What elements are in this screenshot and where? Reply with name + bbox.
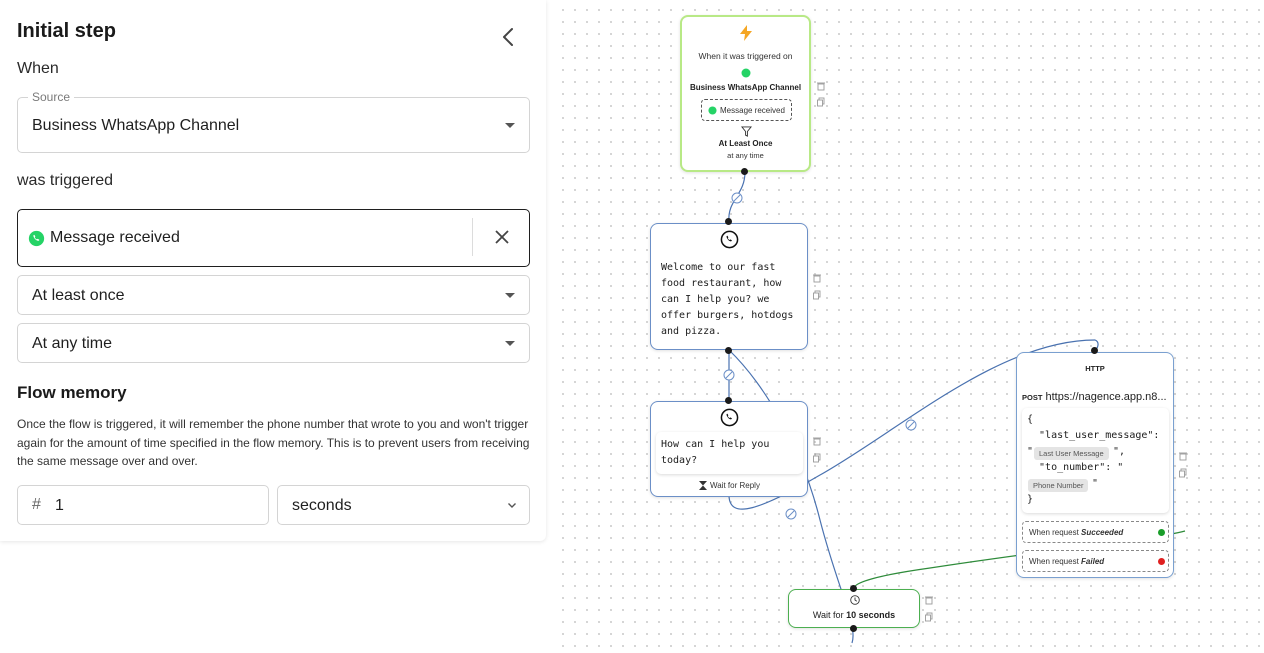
failed-prefix: When request [1029, 557, 1082, 566]
copy-icon[interactable] [924, 612, 934, 622]
copy-icon[interactable] [816, 97, 826, 107]
body-close: } [1027, 494, 1034, 505]
whatsapp-icon [720, 230, 739, 249]
caret-down-icon [505, 123, 515, 128]
trigger-event-label: Message received [720, 106, 785, 115]
failure-dot [1158, 558, 1165, 565]
filter-icon [741, 126, 752, 137]
trigger-line1: When it was triggered on [698, 51, 793, 61]
memory-number-value: 1 [55, 497, 64, 514]
message-bubble: How can I help you today? [656, 432, 803, 474]
trash-icon[interactable] [924, 595, 934, 605]
success-dot [1158, 529, 1165, 536]
trash-icon[interactable] [1178, 451, 1188, 461]
step-settings-panel: Initial step When Source Business WhatsA… [0, 0, 546, 541]
caret-down-icon [505, 293, 515, 298]
when-label: When [17, 60, 59, 77]
hash-icon: # [32, 496, 41, 513]
body-quote-open: " [1027, 446, 1034, 457]
body-quote-close: " [1092, 478, 1099, 489]
source-legend: Source [28, 90, 75, 104]
wait-duration: 10 seconds [846, 610, 896, 620]
failed-label: When request Failed [1029, 557, 1104, 566]
divider [472, 218, 473, 256]
input-port[interactable] [850, 585, 857, 592]
flow-memory-description: Once the flow is triggered, it will reme… [17, 417, 530, 468]
trash-icon[interactable] [816, 81, 826, 91]
trigger-frequency: At Least Once [718, 139, 773, 148]
flow-memory-title: Flow memory [17, 383, 127, 402]
frequency-value: At least once [32, 287, 125, 304]
was-triggered-label: was triggered [17, 172, 114, 189]
whatsapp-message-node[interactable]: Welcome to our fast food restaurant, how… [650, 223, 808, 350]
copy-icon[interactable] [812, 453, 822, 463]
panel-title: Initial step [17, 20, 116, 42]
wait-node[interactable]: Wait for 10 seconds [788, 589, 920, 628]
time-value: At any time [32, 335, 113, 352]
whatsapp-question-node[interactable]: How can I help you today? Wait for Reply [650, 401, 808, 497]
event-select[interactable]: Message received [17, 209, 530, 267]
body-key-1: "last_user_message": [1027, 430, 1160, 441]
input-port[interactable] [725, 397, 732, 404]
trash-icon[interactable] [812, 273, 822, 283]
lightning-icon [740, 25, 752, 41]
input-port[interactable] [725, 218, 732, 225]
succeeded-word: Succeeded [1081, 528, 1124, 537]
clock-icon [850, 595, 860, 605]
source-value: Business WhatsApp Channel [32, 117, 240, 134]
hourglass-icon [699, 481, 707, 490]
close-icon[interactable] [493, 228, 511, 246]
memory-number-input[interactable]: # 1 [17, 485, 269, 525]
source-select[interactable]: Source Business WhatsApp Channel [17, 90, 530, 153]
succeeded-prefix: When request [1029, 528, 1082, 537]
message-text: Welcome to our fast food restaurant, how… [661, 262, 794, 337]
time-select[interactable]: At any time [17, 323, 530, 363]
caret-down-icon [505, 341, 515, 346]
http-method: POST [1022, 393, 1043, 402]
output-port[interactable] [741, 168, 748, 175]
http-succeeded-output[interactable]: When request Succeeded [1022, 521, 1169, 543]
memory-unit-select[interactable]: seconds [277, 485, 530, 525]
whatsapp-icon [720, 408, 739, 427]
body-quote-close: ", [1113, 446, 1126, 457]
question-text: How can I help you today? [661, 439, 770, 466]
body-open: { [1027, 414, 1034, 425]
chevron-left-icon[interactable] [496, 24, 522, 50]
trigger-node[interactable]: When it was triggered on Business WhatsA… [680, 15, 811, 172]
input-port[interactable] [1091, 347, 1098, 354]
wait-prefix: Wait for [812, 610, 847, 620]
copy-icon[interactable] [1178, 468, 1188, 478]
trash-icon[interactable] [812, 436, 822, 446]
succeeded-label: When request Succeeded [1029, 528, 1123, 537]
trigger-event-chip: Message received [701, 99, 792, 121]
memory-unit-value: seconds [292, 497, 352, 514]
wait-for-reply-label: Wait for Reply [710, 481, 760, 490]
output-port[interactable] [725, 347, 732, 354]
whatsapp-icon [708, 106, 717, 115]
variable-pill: Phone Number [1028, 479, 1089, 492]
body-key-2: "to_number": " [1027, 462, 1124, 473]
http-failed-output[interactable]: When request Failed [1022, 550, 1169, 572]
http-title: HTTP [1085, 364, 1105, 373]
http-request-node[interactable]: HTTP POST https://nagence.app.n8... { "l… [1016, 352, 1174, 578]
http-url: https://nagence.app.n8... [1045, 391, 1167, 403]
http-body: { "last_user_message": " Last User Messa… [1022, 408, 1169, 513]
chevron-down-icon [508, 503, 516, 508]
output-port[interactable] [850, 625, 857, 632]
http-request-line: POST https://nagence.app.n8... [1022, 391, 1167, 403]
trigger-channel: Business WhatsApp Channel [689, 83, 802, 92]
failed-word: Failed [1081, 557, 1105, 566]
whatsapp-icon [741, 68, 751, 78]
variable-pill: Last User Message [1034, 447, 1109, 460]
event-value: Message received [50, 229, 180, 246]
whatsapp-icon [28, 230, 45, 247]
copy-icon[interactable] [812, 290, 822, 300]
wait-label: Wait for 10 seconds [789, 610, 919, 620]
frequency-select[interactable]: At least once [17, 275, 530, 315]
trigger-time: at any time [727, 151, 764, 160]
